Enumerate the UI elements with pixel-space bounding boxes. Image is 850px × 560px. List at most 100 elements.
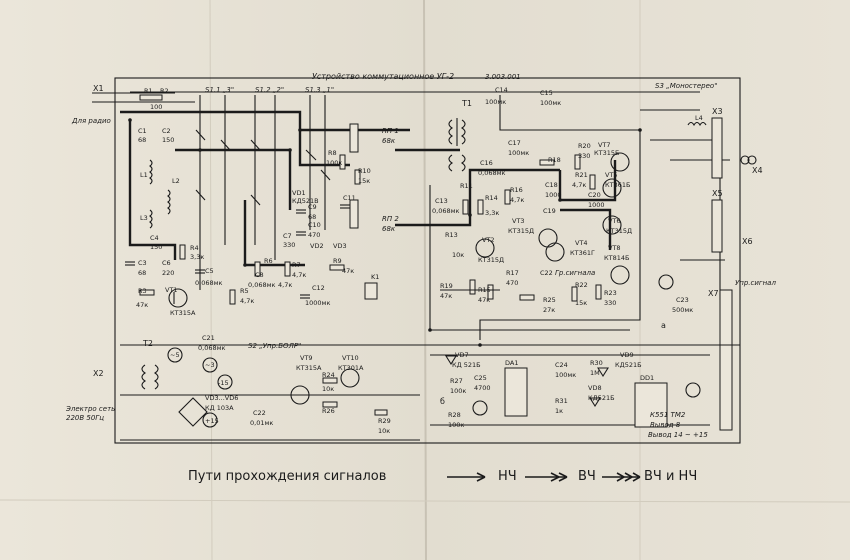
label-vd2: VD2 [310,242,324,250]
label-vyvod8: Вывод 8 [650,421,681,429]
label-c2-val: 150 [162,136,175,144]
label-r5: R5 [240,287,249,295]
label-r16: R16 [510,186,523,194]
label-r9-val: 47к [342,267,355,275]
label-upr-sign: Упр.сигнал [735,279,776,287]
label-c9: C9 [308,203,317,211]
label-c18-val: 1000 [545,191,562,199]
label-s1-3: S1.1 „3" [205,86,235,94]
label-c14: C14 [495,86,508,94]
label-r21: R21 [575,171,588,179]
label-c15-val: 100мк [540,99,562,107]
resistor-r1 [139,94,163,101]
label-c21: C21 [202,334,215,342]
label-r8-val: 100к [326,159,343,167]
relay-k1 [364,282,378,300]
label-r14-val: 3,3к [485,209,500,217]
coil-l2 [167,189,171,215]
label-c1-val: 68 [138,136,147,144]
headphone-jack [740,155,750,165]
label-c24-val: 100мк [555,371,577,379]
label-vd3b: VD3...VD6 [205,394,239,402]
label-c12: C12 [312,284,325,292]
resistor-r10 [354,169,361,185]
label-r30-val: 1М [590,369,600,377]
transistor-vt9 [290,385,310,405]
label-k1: K1 [371,273,380,281]
label-c12-val: 1000мк [305,299,331,307]
label-vt8-type: КТ814Б [604,254,630,262]
label-mains: Электро сеть 220В 50Гц [66,405,116,423]
vch-nch-arrow-icon [602,472,641,482]
label-c21-val: 0,068мк [198,344,226,352]
label-l4: L4 [695,114,703,122]
label-c10: C10 [308,221,321,229]
signal-path-rp2 [395,215,472,227]
label-x5: X5 [712,189,723,198]
label-r24: R24 [322,371,335,379]
label-vt6-type: КТ315Д [606,227,633,235]
label-s2: S2 „Упр.БОЛР" [248,342,302,350]
label-rp1: RП 1 [382,127,399,135]
label-r11: R11 [460,182,473,190]
drawing-number: 3.003.001 [485,73,521,81]
label-c14-val: 100мк [485,98,507,106]
label-vd7: VD7 [455,351,469,359]
label-r10-val: 15к [358,177,371,185]
transistor-vt10 [340,368,360,388]
resistor-r6 [254,261,261,277]
label-vt9: VT9 [300,354,313,362]
label-vt10: VT10 [342,354,359,362]
label-r15: R15 [478,286,491,294]
label-c8: C8 [255,271,264,279]
label-s1-1: S1.3 „1" [305,86,335,94]
vch-arrow-icon [525,472,568,482]
label-c20: C20 [588,191,601,199]
label-r10: R10 [358,167,371,175]
label-x3: X3 [712,107,723,116]
label-vd9-type: КД521Б [615,361,642,369]
label-a: а [661,321,666,330]
label-r15-val: 47к [478,296,491,304]
label-k551: К551 ТМ2 [650,411,686,419]
label-r1: R1 [144,87,153,95]
label-r30: R30 [590,359,603,367]
label-r6: R6 [264,257,273,265]
label-c3: C3 [138,259,147,267]
label-vt6: VT6 [608,217,621,225]
signal-path-left [128,120,177,260]
label-s1-2: S1.2 „2" [255,86,285,94]
label-r17: R17 [506,269,519,277]
label-vt3-type: КТ315Д [508,227,535,235]
label-l1: L1 [140,171,148,179]
label-x4: X4 [752,166,763,175]
label-l2: L2 [172,177,180,185]
schematic-title: Устройство коммутационное УГ-2 [312,72,455,81]
label-c7: C7 [283,232,292,240]
label-r23-val: 330 [604,299,617,307]
label-c1: C1 [138,127,147,135]
label-r22: R22 [575,281,588,289]
label-c4: C4 [150,234,159,242]
label-vt8: VT8 [608,244,621,252]
label-r7-val: 4,7к [292,271,307,279]
label-r13-val: 10к [452,251,465,259]
label-r4-val: 3,3к [190,253,205,261]
label-c15: C15 [540,89,553,97]
switch-s1 [195,95,331,290]
label-r24-val: 10к [322,385,335,393]
resistor-r9 [329,264,345,271]
label-r19: R19 [440,282,453,290]
label-t1: T1 [462,99,472,108]
label-for-radio: Для радио [72,117,111,125]
label-r4: R4 [190,244,199,252]
chip-dd1 [634,382,668,428]
label-r23: R23 [604,289,617,297]
label-vd3b-type: КД 103А [205,404,234,412]
legend-nch: НЧ [498,469,517,484]
label-vt1: VT1 [165,286,178,294]
label-r3-val: 47к [136,301,149,309]
label-c25-val: 4700 [474,384,491,392]
label-vd1-type: КД521В [292,197,319,205]
